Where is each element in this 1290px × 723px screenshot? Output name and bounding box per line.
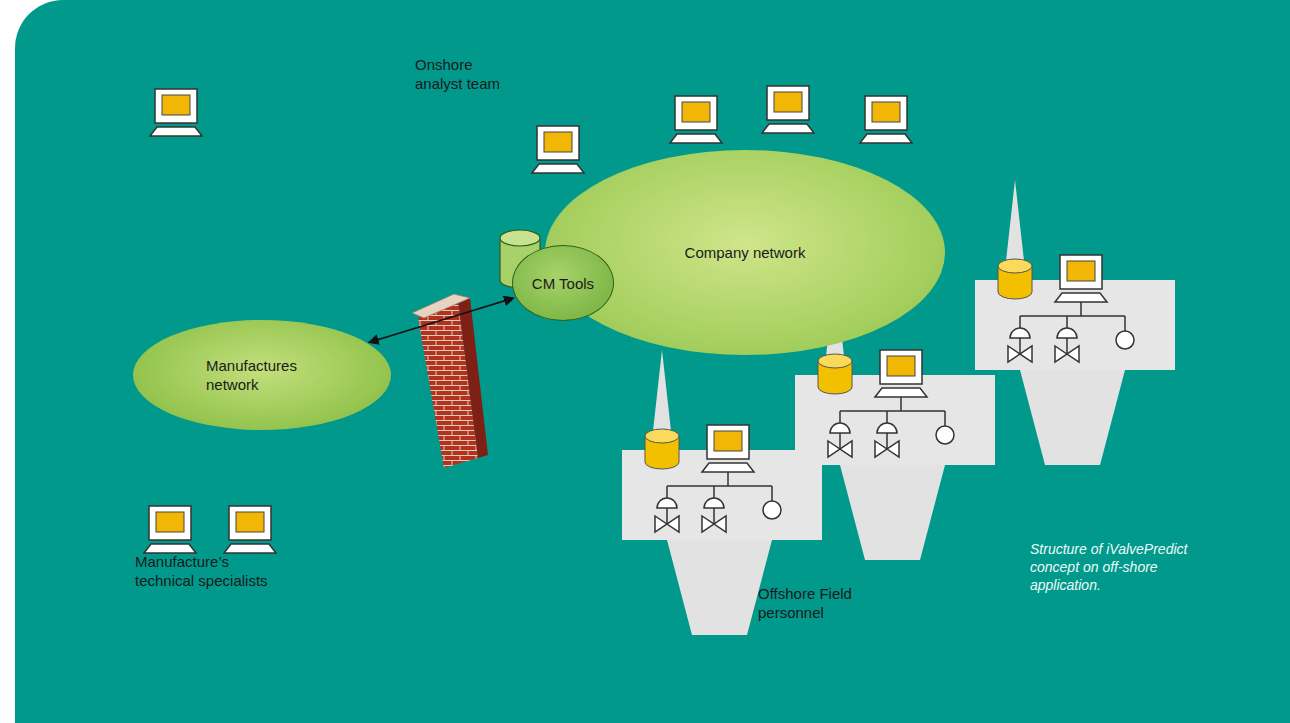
node-label: Company network — [685, 243, 806, 262]
node-label: CM Tools — [532, 274, 594, 293]
connector-arrow — [369, 298, 514, 342]
group-label: Manufacture’s technical specialists — [135, 552, 285, 590]
tool-circle: CM Tools — [512, 245, 614, 321]
network-ellipse: Manufactures network — [133, 320, 391, 430]
firewall — [412, 294, 488, 468]
figure-caption: Structure of iValvePredict concept on of… — [1030, 540, 1208, 594]
group-label: Onshore analyst team — [415, 55, 519, 93]
node-label: Manufactures network — [206, 356, 318, 394]
group-label: Offshore Field personnel — [758, 584, 876, 622]
network-ellipse: Company network — [545, 150, 945, 355]
